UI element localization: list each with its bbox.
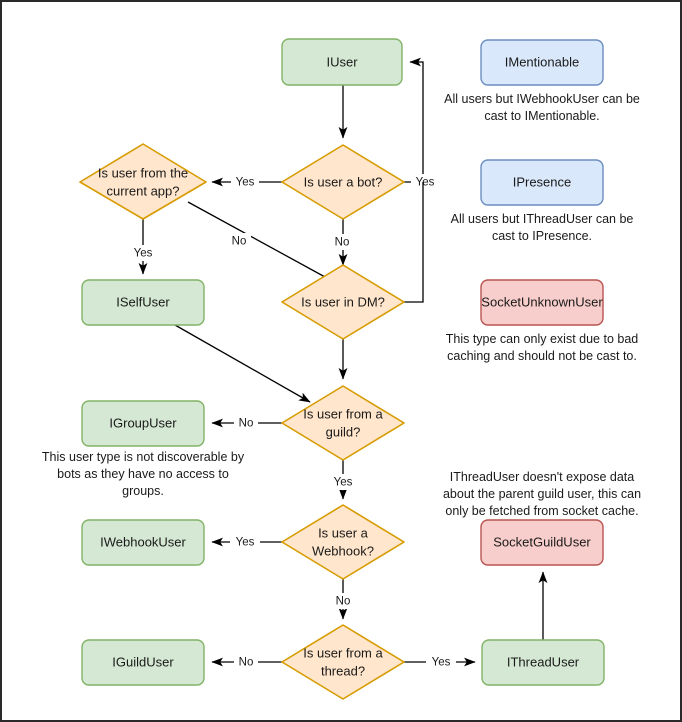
note-imentionable-line2: cast to IMentionable.: [484, 109, 599, 123]
node-socketguilduser[interactable]: SocketGuildUser: [480, 519, 604, 566]
node-ithreaduser[interactable]: IThreadUser: [481, 639, 605, 686]
node-label-from-thread-line2: thread?: [321, 663, 365, 678]
node-iselfuser[interactable]: ISelfUser: [81, 279, 205, 326]
node-label-from-guild-line2: guild?: [326, 424, 361, 439]
edge-is-webhook-iwebhookuser: Yes: [211, 534, 282, 550]
edge-in-dm-iuser-rail: [404, 182, 424, 303]
node-is-user-a-webhook[interactable]: Is user a Webhook?: [281, 504, 405, 580]
note-imentionable-line1: All users but IWebhookUser can be: [444, 92, 640, 106]
node-label-socketguilduser: SocketGuildUser: [493, 534, 591, 549]
edge-iselfuser-from-guild: [174, 324, 311, 403]
node-label-from-thread-line1: Is user from a: [303, 645, 383, 660]
edge-label-yes-webhook: Yes: [236, 537, 255, 549]
note-igroupuser-line3: groups.: [122, 484, 164, 498]
node-is-user-in-dm[interactable]: Is user in DM?: [281, 264, 405, 340]
node-ipresence[interactable]: IPresence: [480, 159, 604, 206]
node-iwebhookuser[interactable]: IWebhookUser: [81, 519, 205, 566]
node-socketunknownuser[interactable]: SocketUnknownUser: [480, 279, 604, 326]
note-socketguilduser: IThreadUser doesn't expose data about th…: [443, 470, 641, 518]
edge-label-no-thread-guild: No: [239, 657, 254, 669]
edge-is-bot-in-dm: No: [330, 219, 354, 266]
edge-from-guild-igroupuser: No: [211, 415, 282, 431]
node-is-user-a-bot[interactable]: Is user a bot?: [281, 144, 405, 220]
edge-is-bot-iuser-rail: Yes: [404, 57, 439, 190]
note-ipresence-line1: All users but IThreadUser can be: [451, 212, 634, 226]
node-igroupuser[interactable]: IGroupUser: [81, 400, 205, 447]
node-iguilduser[interactable]: IGuildUser: [81, 639, 205, 686]
note-socketguild-line1: IThreadUser doesn't expose data: [450, 470, 634, 484]
node-label-is-webhook-line1: Is user a: [318, 525, 369, 540]
edge-label-no-webhook-thread: No: [336, 596, 351, 608]
node-is-user-from-thread[interactable]: Is user from a thread?: [281, 624, 405, 700]
note-ipresence: All users but IThreadUser can be cast to…: [451, 212, 634, 243]
node-label-is-user-a-bot: Is user a bot?: [304, 174, 383, 189]
edge-label-no-bot-dm: No: [335, 237, 350, 249]
edge-from-guild-is-webhook: Yes: [328, 460, 358, 500]
edge-from-thread-iguilduser: No: [211, 654, 282, 670]
note-igroupuser-line2: bots as they have no access to: [57, 467, 229, 481]
node-imentionable[interactable]: IMentionable: [480, 39, 604, 86]
edge-from-app-in-dm: No: [187, 201, 337, 284]
node-label-socketunknownuser: SocketUnknownUser: [481, 294, 603, 309]
node-label-ipresence: IPresence: [513, 174, 572, 189]
edge-label-yes-bot-app: Yes: [236, 177, 255, 189]
edge-from-app-iselfuser: Yes: [128, 219, 158, 275]
edge-is-bot-from-app: Yes: [211, 174, 282, 190]
node-label-iwebhookuser: IWebhookUser: [100, 534, 186, 549]
node-iuser[interactable]: IUser: [281, 38, 403, 86]
edge-label-yes-app-self: Yes: [134, 248, 153, 260]
node-label-from-guild-line1: Is user from a: [303, 406, 383, 421]
node-label-iselfuser: ISelfUser: [116, 294, 170, 309]
note-igroupuser: This user type is not discoverable by bo…: [42, 450, 245, 498]
edge-label-no-app-dm: No: [232, 236, 247, 248]
node-label-from-app-line2: current app?: [107, 183, 180, 198]
note-ipresence-line2: cast to IPresence.: [492, 229, 592, 243]
note-socketunknownuser: This type can only exist due to bad cach…: [446, 332, 639, 363]
note-igroupuser-line1: This user type is not discoverable by: [42, 450, 245, 464]
note-socketguild-line3: only be fetched from socket cache.: [445, 504, 638, 518]
node-label-ithreaduser: IThreadUser: [507, 654, 580, 669]
note-imentionable: All users but IWebhookUser can be cast t…: [444, 92, 640, 123]
edge-label-yes-thread-ithread: Yes: [432, 657, 451, 669]
edge-label-yes-guild-webhook: Yes: [334, 477, 353, 489]
node-label-iguilduser: IGuildUser: [112, 654, 174, 669]
node-label-from-app-line1: Is user from the: [98, 165, 188, 180]
node-label-is-webhook-line2: Webhook?: [312, 543, 374, 558]
note-socketguild-line2: about the parent guild user, this can: [443, 487, 641, 501]
edge-is-webhook-from-thread: No: [331, 579, 355, 620]
node-label-imentionable: IMentionable: [505, 54, 579, 69]
node-label-iuser: IUser: [326, 54, 358, 69]
edge-from-thread-ithreaduser: Yes: [404, 654, 476, 670]
note-socketunknown-line1: This type can only exist due to bad: [446, 332, 639, 346]
node-label-is-user-in-dm: Is user in DM?: [301, 294, 385, 309]
edge-label-no-guild-group: No: [239, 418, 254, 430]
node-label-igroupuser: IGroupUser: [109, 415, 177, 430]
edge-label-yes-bot-iuser: Yes: [416, 177, 435, 189]
note-socketunknown-line2: caching and should not be cast to.: [447, 349, 637, 363]
node-is-user-from-guild[interactable]: Is user from a guild?: [281, 385, 405, 461]
edges-layer: Is user from the current app? --> Yes Is…: [128, 57, 548, 670]
node-is-user-from-current-app[interactable]: Is user from the current app?: [79, 143, 207, 220]
